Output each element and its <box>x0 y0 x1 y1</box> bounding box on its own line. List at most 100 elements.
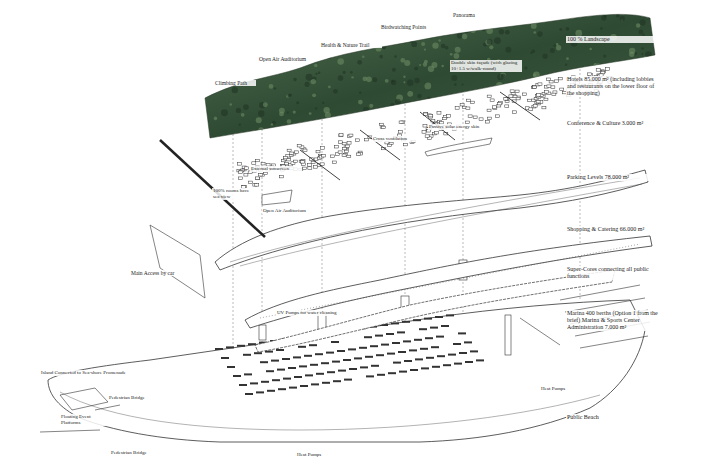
foliage <box>424 60 428 64</box>
foliage <box>406 105 410 109</box>
foliage <box>287 129 293 135</box>
annotation: Heat Pumps <box>540 386 582 392</box>
foliage <box>454 83 457 86</box>
foliage <box>484 21 488 25</box>
foliage <box>279 108 285 114</box>
foliage <box>603 54 606 57</box>
foliage <box>407 91 413 97</box>
berth <box>266 370 274 372</box>
hotel-unit <box>533 85 537 88</box>
foliage <box>464 29 468 33</box>
foliage <box>327 55 331 59</box>
layer-title: Marina 400 berths (Option 1 from the bri… <box>566 310 668 331</box>
foliage <box>531 23 537 29</box>
foliage <box>499 20 503 24</box>
foliage <box>641 53 643 55</box>
annotation: Main Access by car <box>130 270 187 276</box>
hotel-unit <box>498 102 502 105</box>
foliage <box>604 96 608 100</box>
foliage <box>257 35 261 39</box>
hotel-unit <box>256 159 260 162</box>
foliage <box>612 113 614 115</box>
hotel-unit <box>545 91 549 94</box>
foliage <box>543 103 547 107</box>
foliage <box>498 12 500 14</box>
hotel-unit <box>280 175 284 178</box>
berth <box>344 379 352 381</box>
foliage <box>596 115 600 119</box>
foliage <box>347 128 350 131</box>
foliage <box>258 110 264 116</box>
foliage <box>600 27 603 30</box>
berth <box>261 381 269 383</box>
foliage <box>213 29 219 35</box>
hotel-unit <box>297 144 301 147</box>
berth <box>278 388 286 390</box>
foliage <box>467 94 471 98</box>
foliage <box>264 42 269 47</box>
hotel-unit <box>355 139 359 142</box>
foliage <box>531 49 535 53</box>
berth <box>404 360 412 362</box>
foliage <box>228 43 232 47</box>
berth <box>364 336 372 338</box>
foliage <box>464 27 468 31</box>
hotel-unit <box>528 99 532 102</box>
foliage <box>229 36 232 39</box>
hotel-unit <box>473 116 477 119</box>
foliage <box>360 13 363 16</box>
foliage <box>284 31 290 37</box>
hotel-unit <box>287 149 291 152</box>
foliage <box>640 20 646 26</box>
berth <box>409 349 417 351</box>
foliage <box>462 34 468 40</box>
access-ramp <box>150 225 205 298</box>
hotel-unit <box>349 134 353 137</box>
hotel-unit <box>338 151 342 154</box>
berth <box>410 369 418 371</box>
hotel-unit <box>605 68 609 71</box>
foliage <box>394 55 397 58</box>
hotel-unit <box>532 86 536 89</box>
foliage <box>365 133 369 137</box>
hotel-unit <box>261 162 265 165</box>
berth <box>443 364 451 366</box>
hotel-unit <box>294 151 298 154</box>
layer-title: Public Beach <box>566 414 658 421</box>
foliage <box>211 34 215 38</box>
parking-stripes <box>230 178 642 266</box>
berth <box>243 354 251 356</box>
hotel-unit <box>505 100 509 103</box>
floating-platform <box>60 388 108 410</box>
berth <box>310 364 318 366</box>
hotel-unit <box>387 144 391 147</box>
berth <box>476 359 484 361</box>
foliage <box>566 27 570 31</box>
foliage <box>243 18 249 24</box>
berth <box>426 357 434 359</box>
foliage <box>562 105 564 107</box>
foliage <box>287 94 290 97</box>
foliage <box>493 24 496 27</box>
foliage <box>556 43 559 46</box>
hotel-unit <box>523 93 527 96</box>
foliage <box>403 76 405 78</box>
foliage <box>392 68 396 72</box>
foliage <box>343 114 347 118</box>
foliage <box>243 104 249 110</box>
foliage <box>309 42 313 46</box>
foliage <box>286 112 288 114</box>
foliage <box>266 32 269 35</box>
foliage <box>269 84 274 89</box>
foliage <box>381 35 385 39</box>
hotel-unit <box>303 149 307 152</box>
berth <box>402 321 410 323</box>
foliage <box>385 79 389 83</box>
foliage <box>288 50 290 52</box>
berth <box>244 373 252 375</box>
foliage <box>432 111 435 114</box>
foliage <box>255 39 258 42</box>
foliage <box>584 106 589 111</box>
hotel-unit <box>347 142 351 145</box>
foliage <box>216 37 223 44</box>
